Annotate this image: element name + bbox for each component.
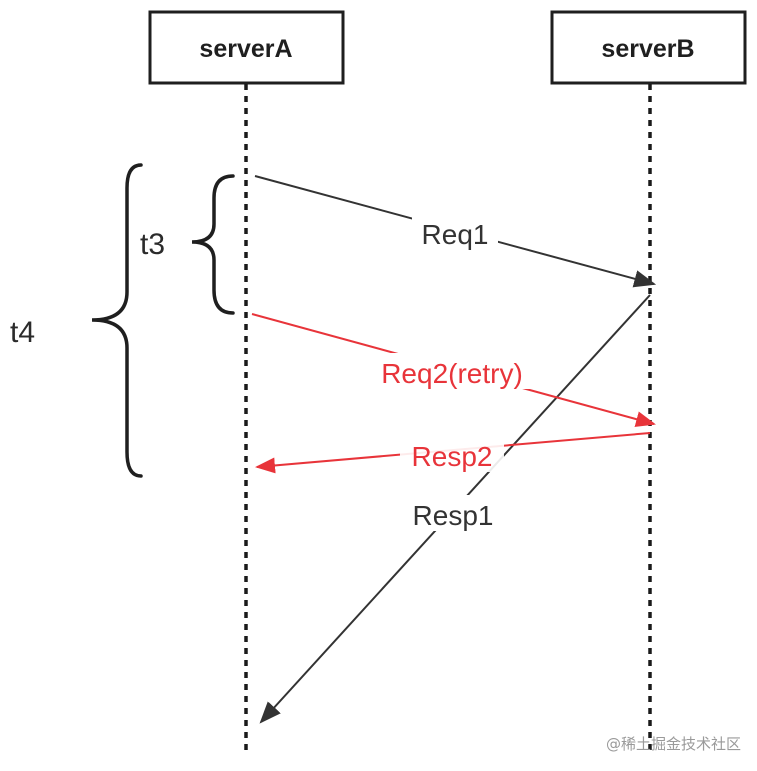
message-req2: Req2(retry) bbox=[251, 313, 656, 427]
message-resp1-label: Resp1 bbox=[413, 500, 494, 531]
message-req1-label: Req1 bbox=[422, 219, 489, 250]
interval-t4-brace bbox=[91, 163, 143, 478]
interval-t4-label: t4 bbox=[10, 316, 35, 349]
participant-serverA: serverA bbox=[148, 10, 345, 85]
message-req1: Req1 bbox=[254, 175, 657, 288]
interval-t3-label: t3 bbox=[140, 228, 165, 261]
message-req2-label: Req2(retry) bbox=[381, 358, 523, 389]
interval-t3: t3 bbox=[140, 174, 235, 315]
message-resp2: Resp2 bbox=[255, 432, 651, 474]
participant-serverA-label: serverA bbox=[199, 35, 292, 63]
message-resp2-label: Resp2 bbox=[412, 441, 493, 472]
interval-t3-brace bbox=[191, 174, 235, 315]
watermark: @稀土掘金技术社区 bbox=[605, 735, 741, 753]
interval-t4: t4 bbox=[10, 163, 143, 478]
participant-serverB-label: serverB bbox=[601, 35, 694, 63]
participant-serverB: serverB bbox=[550, 10, 747, 85]
